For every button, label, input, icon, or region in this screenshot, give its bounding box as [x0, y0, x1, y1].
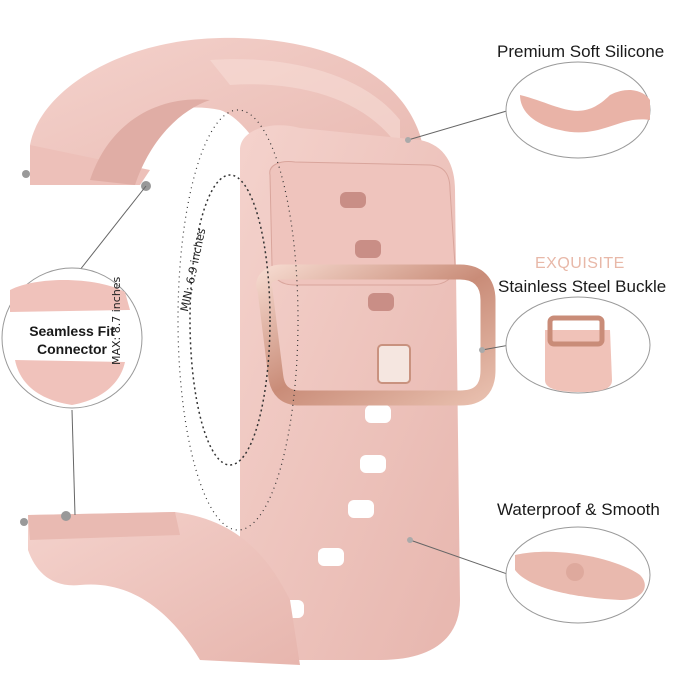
premium-silicone-label: Premium Soft Silicone	[497, 42, 665, 61]
measurement-guide	[177, 109, 299, 531]
stainless-buckle-label: Stainless Steel Buckle	[498, 277, 667, 296]
detail-circle-connector	[1, 267, 143, 409]
callout-lines	[71, 109, 511, 576]
detail-circle-silicone	[505, 61, 651, 159]
waterproof-label: Waterproof & Smooth	[497, 500, 660, 519]
seamless-line1: Seamless Fit	[29, 323, 115, 339]
max-measure-label: MAX: 8.7 inches	[110, 276, 123, 365]
buckle	[256, 264, 496, 406]
detail-circle-smooth	[505, 526, 651, 624]
detail-circle-buckle	[505, 296, 651, 394]
seamless-connector-label: Seamless Fit Connector	[8, 322, 136, 358]
exquisite-label: EXQUISITE	[535, 255, 625, 272]
seamless-line2: Connector	[37, 341, 107, 357]
